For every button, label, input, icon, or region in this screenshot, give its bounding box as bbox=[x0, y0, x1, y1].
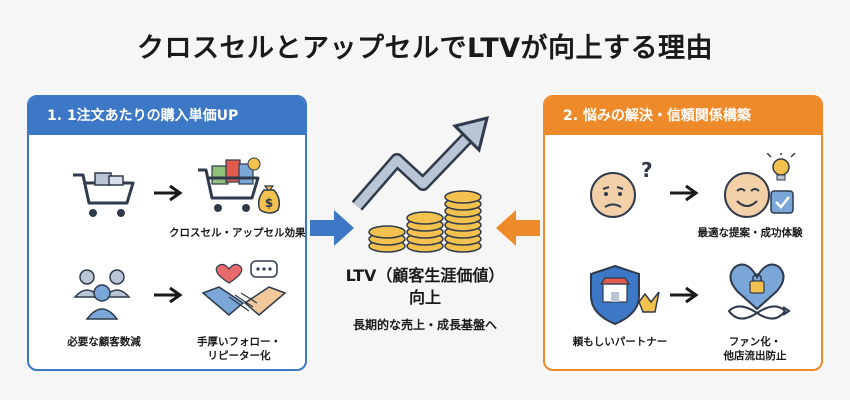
worried-face-icon: ? bbox=[590, 158, 653, 218]
ltv-title-line1: LTV（顧客生涯価値） bbox=[345, 266, 505, 285]
happy-face-idea-icon bbox=[724, 153, 796, 218]
left-panel-header: 1. 1注文あたりの購入単価UP bbox=[29, 97, 305, 135]
right-panel-header: 2. 悩みの解決・信頼関係構築 bbox=[545, 97, 821, 135]
shopping-cart-icon bbox=[73, 172, 135, 217]
arrow-right-icon bbox=[670, 286, 699, 304]
handshake-icon bbox=[201, 260, 287, 316]
orange-arrow-left-icon bbox=[496, 210, 540, 246]
full-cart-money-icon: $ bbox=[198, 157, 281, 214]
follow-up-label-line2: リピーター化 bbox=[207, 350, 271, 362]
page-title: クロスセルとアップセルでLTVが向上する理由 bbox=[136, 33, 714, 64]
cross-sell-effect-label: クロスセル・アップセル効果 bbox=[169, 227, 306, 239]
left-panel: 1. 1注文あたりの購入単価UP $ クロスセル・アップセル効果 bbox=[27, 95, 307, 371]
ltv-subtitle: 長期的な売上・成長基盤へ bbox=[352, 318, 497, 332]
svg-text:?: ? bbox=[641, 158, 653, 182]
right-panel: 2. 悩みの解決・信頼関係構築 ? 最適な提案・成功体験 bbox=[543, 95, 823, 371]
follow-up-label-line1: 手厚いフォロー・ bbox=[197, 336, 281, 348]
heart-lock-icon bbox=[727, 263, 791, 320]
fan-label-line2: 他店流出防止 bbox=[723, 350, 787, 362]
svg-text:$: $ bbox=[265, 196, 273, 210]
people-group-icon bbox=[73, 269, 131, 320]
arrow-right-icon bbox=[154, 184, 183, 202]
fan-label-line1: ファン化・ bbox=[728, 336, 782, 348]
reliable-partner-label: 頼もしいパートナー bbox=[572, 336, 668, 348]
best-proposal-label: 最適な提案・成功体験 bbox=[697, 227, 803, 239]
blue-arrow-right-icon bbox=[310, 210, 354, 246]
shield-store-icon bbox=[590, 264, 660, 326]
ltv-title-line2: 向上 bbox=[408, 288, 441, 307]
arrow-right-icon bbox=[670, 184, 699, 202]
fewer-customers-label: 必要な顧客数減 bbox=[67, 336, 141, 348]
arrow-right-icon bbox=[154, 286, 183, 304]
growth-coins-icon bbox=[351, 115, 490, 253]
